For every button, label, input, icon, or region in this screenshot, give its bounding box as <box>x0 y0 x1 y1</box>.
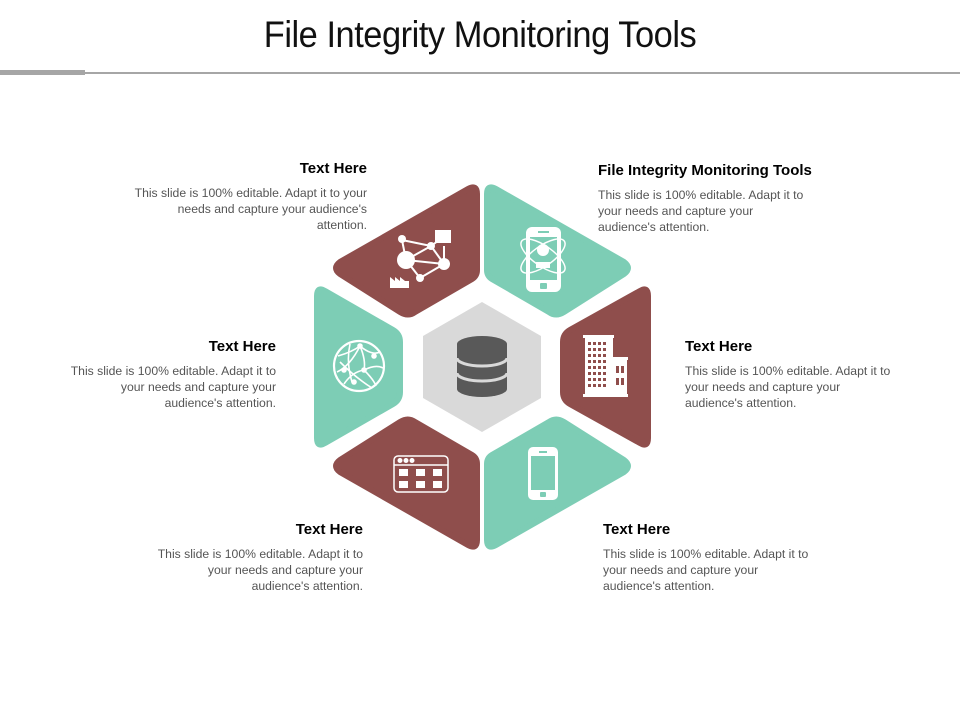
block-heading: Text Here <box>299 160 367 177</box>
block-heading: File Integrity Monitoring Tools <box>598 162 812 179</box>
block-body: This slide is 100% editable. Adapt it to… <box>70 364 276 410</box>
segment-left <box>314 286 403 448</box>
block-body: This slide is 100% editable. Adapt it to… <box>134 186 367 232</box>
block-heading: Text Here <box>685 338 753 355</box>
segment-bottom-right <box>484 416 631 550</box>
text-block-top-right: File Integrity Monitoring Tools This sli… <box>598 162 848 235</box>
title-rule-accent <box>0 70 85 75</box>
block-body: This slide is 100% editable. Adapt it to… <box>157 547 363 593</box>
block-body: This slide is 100% editable. Adapt it to… <box>603 547 809 593</box>
block-heading: Text Here <box>603 521 671 538</box>
segment-top-left <box>333 184 480 318</box>
block-heading: Text Here <box>208 338 276 355</box>
center-hexagon <box>423 302 541 432</box>
smartphone-icon <box>528 447 558 500</box>
globe-network-icon <box>332 339 386 393</box>
segment-bottom-left <box>333 416 480 550</box>
text-block-right: Text Here This slide is 100% editable. A… <box>685 338 900 411</box>
browser-grid-icon <box>393 455 449 493</box>
network-nodes-icon <box>390 230 451 288</box>
text-block-left: Text Here This slide is 100% editable. A… <box>61 338 276 411</box>
text-block-bottom-left: Text Here This slide is 100% editable. A… <box>148 521 363 594</box>
mobile-atom-icon <box>520 227 566 292</box>
office-building-icon <box>583 335 628 397</box>
slide-title: File Integrity Monitoring Tools <box>263 14 697 55</box>
database-icon <box>455 336 509 397</box>
title-rule <box>85 72 960 74</box>
block-body: This slide is 100% editable. Adapt it to… <box>685 364 891 410</box>
segment-right <box>560 286 651 448</box>
text-block-bottom-right: Text Here This slide is 100% editable. A… <box>603 521 818 594</box>
text-block-top-left: Text Here This slide is 100% editable. A… <box>127 160 367 233</box>
block-body: This slide is 100% editable. Adapt it to… <box>598 188 804 234</box>
block-heading: Text Here <box>295 521 363 538</box>
segment-top-right <box>484 184 631 318</box>
